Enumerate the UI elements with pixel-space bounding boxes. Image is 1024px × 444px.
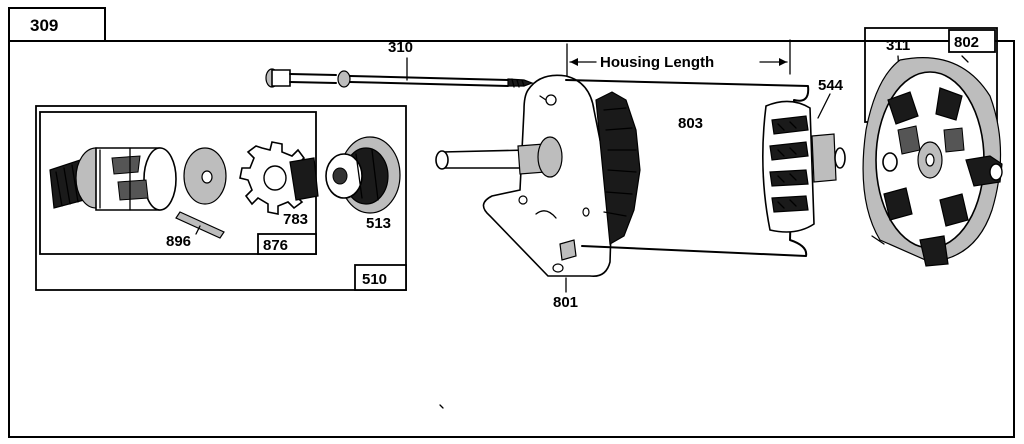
label-802-box: [948, 29, 996, 53]
label-513: 513: [366, 215, 391, 232]
label-544: 544: [818, 77, 844, 94]
housing-length-dimension: [566, 39, 791, 79]
part-513: [325, 136, 401, 214]
label-housing-length: Housing Length: [600, 54, 714, 71]
subassembly-510-box: [35, 105, 407, 291]
label-876: 876: [263, 237, 288, 254]
stray-mark: [439, 404, 444, 409]
figure-number: 309: [30, 16, 58, 35]
drive-clutch-assembly: [49, 147, 177, 211]
label-510-box: [354, 264, 407, 291]
label-803: 803: [678, 115, 703, 132]
label-311: 311: [886, 37, 910, 54]
label-510: 510: [362, 271, 387, 288]
label-896: 896: [166, 233, 191, 250]
through-bolt-310: [265, 68, 534, 88]
roll-pin-896: [175, 211, 225, 239]
washer: [183, 147, 227, 205]
figure-number-box: [8, 7, 106, 42]
gear-783: [239, 141, 319, 215]
leader-544: [817, 93, 831, 119]
label-310: 310: [388, 39, 413, 56]
label-876-box: [257, 233, 317, 255]
leader-896: [195, 225, 201, 235]
outer-frame: [8, 40, 1015, 438]
commutator-544: [762, 100, 846, 233]
label-783: 783: [283, 211, 308, 228]
end-bracket-801: [435, 74, 641, 278]
label-802: 802: [954, 34, 979, 51]
leader-802: [961, 55, 969, 63]
label-801: 801: [553, 294, 578, 311]
end-cap-802: [862, 57, 1003, 267]
